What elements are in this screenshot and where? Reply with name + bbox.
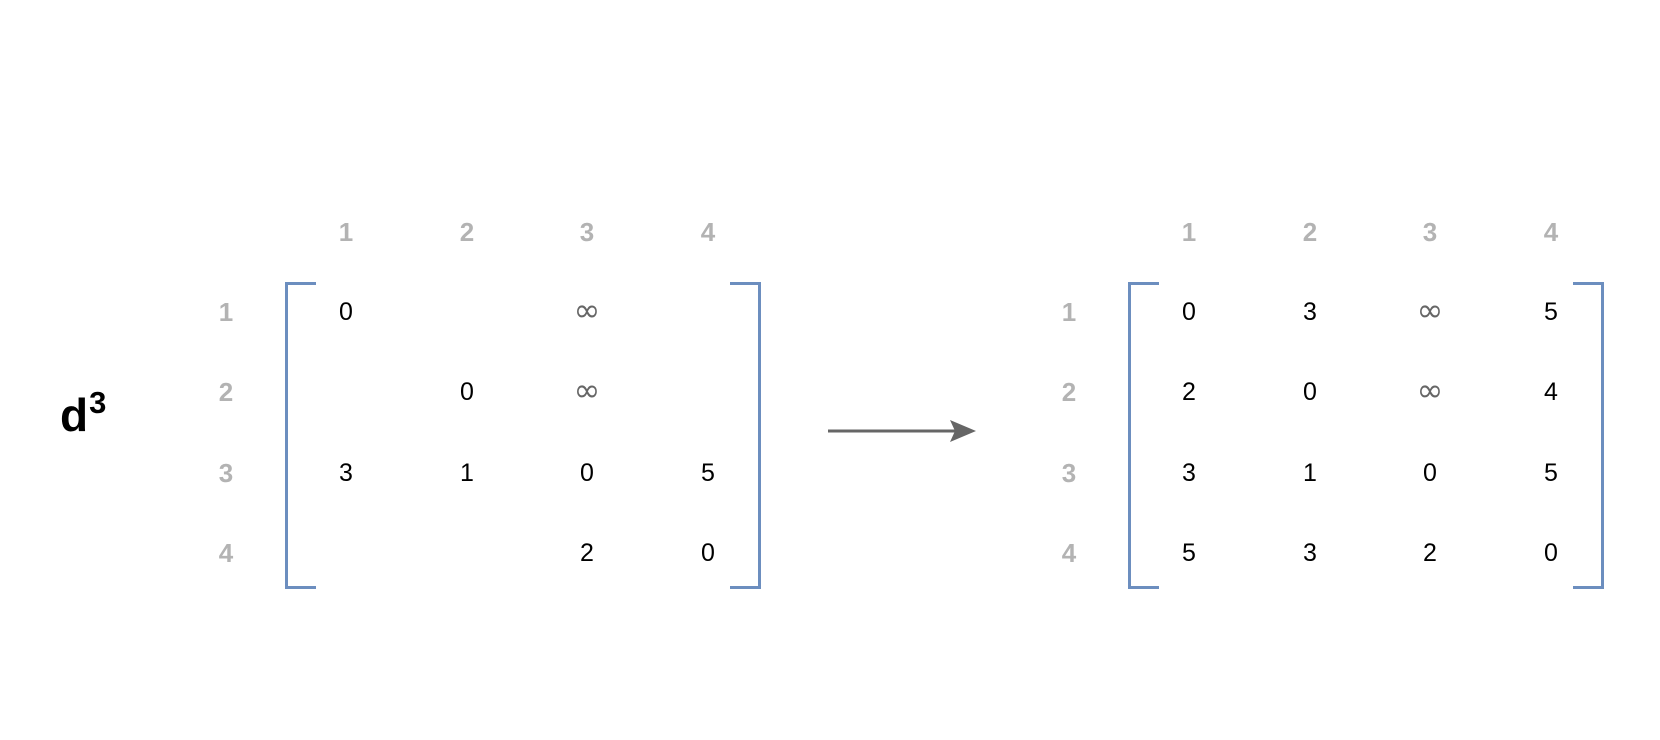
matrix-cell-r2-c3: ∞: [1416, 371, 1444, 409]
matrix-cell-r2-c4: 4: [1544, 378, 1558, 406]
matrix-cell-r1-c3: ∞: [573, 291, 601, 329]
transform-arrow-icon: [828, 420, 976, 442]
col-header-1: 1: [338, 217, 354, 247]
right-bracket: [1573, 282, 1604, 589]
right-bracket: [730, 282, 761, 589]
matrix-cell-r4-c4: 0: [1544, 539, 1558, 567]
row-header-3: 3: [1061, 458, 1077, 488]
row-header-4: 4: [1061, 538, 1077, 568]
matrix-before: 1 2 3 4 1 2 3 4 0 ∞ 0 ∞ 3 1 0 5 2 0: [0, 0, 761, 740]
matrix-cell-r3-c2: 1: [460, 459, 474, 487]
matrix-cell-r2-c2: 0: [460, 378, 474, 406]
row-header-1: 1: [218, 297, 234, 327]
left-bracket: [285, 282, 316, 589]
left-bracket: [1128, 282, 1159, 589]
matrix-cell-r1-c3: ∞: [1416, 291, 1444, 329]
matrix-cell-r2-c3: ∞: [573, 371, 601, 409]
col-header-3: 3: [1422, 217, 1438, 247]
row-header-1: 1: [1061, 297, 1077, 327]
matrix-cell-r1-c1: 0: [1182, 298, 1196, 326]
matrix-cell-r2-c1: 2: [1182, 378, 1196, 406]
matrix-title: d3: [60, 387, 106, 441]
matrix-cell-r1-c4: 5: [1544, 298, 1558, 326]
matrix-cell-r4-c3: 2: [1423, 539, 1437, 567]
title-superscript: 3: [89, 385, 107, 420]
matrix-cell-r2-c2: 0: [1303, 378, 1317, 406]
matrix-cell-r3-c2: 1: [1303, 459, 1317, 487]
row-header-2: 2: [1061, 377, 1077, 407]
title-main: d: [60, 389, 89, 441]
matrix-cell-r3-c1: 3: [339, 459, 353, 487]
col-header-2: 2: [459, 217, 475, 247]
matrix-after: 1 2 3 4 1 2 3 4 0 3 ∞ 5 2 0 ∞ 4 3 1 0 5 5 3 2 0: [843, 0, 1604, 740]
matrix-cell-r1-c2: 3: [1303, 298, 1317, 326]
matrix-cell-r1-c1: 0: [339, 298, 353, 326]
row-header-2: 2: [218, 377, 234, 407]
matrix-cell-r3-c3: 0: [1423, 459, 1437, 487]
matrix-cell-r4-c4: 0: [701, 539, 715, 567]
matrix-cell-r4-c3: 2: [580, 539, 594, 567]
matrix-cell-r4-c1: 5: [1182, 539, 1196, 567]
col-header-1: 1: [1181, 217, 1197, 247]
matrix-cell-r4-c2: 3: [1303, 539, 1317, 567]
col-header-3: 3: [579, 217, 595, 247]
col-header-4: 4: [700, 217, 716, 247]
matrix-cell-r3-c1: 3: [1182, 459, 1196, 487]
matrix-cell-r3-c4: 5: [1544, 459, 1558, 487]
row-header-4: 4: [218, 538, 234, 568]
matrix-cell-r3-c3: 0: [580, 459, 594, 487]
matrix-cell-r3-c4: 5: [701, 459, 715, 487]
col-header-4: 4: [1543, 217, 1559, 247]
arrow-head: [950, 420, 976, 442]
row-header-3: 3: [218, 458, 234, 488]
col-header-2: 2: [1302, 217, 1318, 247]
